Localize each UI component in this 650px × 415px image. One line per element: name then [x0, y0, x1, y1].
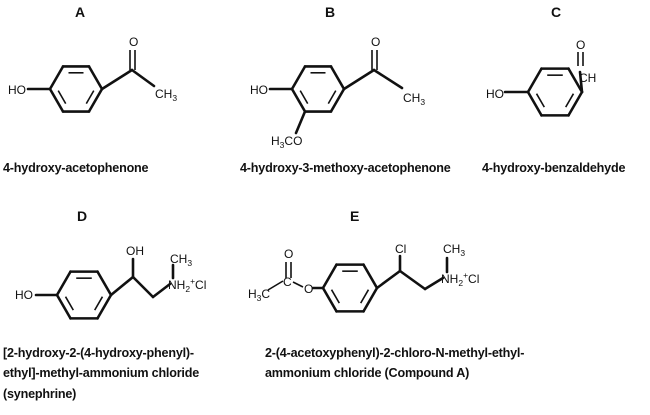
ring-bond [87, 65, 104, 91]
bond [131, 275, 155, 299]
atom-ch3: CH3 [443, 242, 465, 258]
ring-double-bond [57, 90, 67, 104]
bond [372, 68, 404, 90]
compound-name-e-line1: 2-(4-acetoxyphenyl)-2-chloro-N-methyl-et… [265, 346, 524, 360]
compound-label-c: C [551, 4, 561, 20]
atom-ch3: CH3 [155, 87, 177, 103]
ring-double-bond [93, 296, 104, 311]
ring-double-bond [64, 296, 75, 311]
ring-bond [329, 87, 346, 113]
compound-name-a: 4-hydroxy-acetophenone [3, 161, 149, 175]
bond [100, 68, 134, 91]
bond [398, 269, 427, 291]
atom-o: O [129, 35, 138, 49]
compound-e: E H3C C O O Cl CH3 NH2+Cl 2-(4-acetoxyph… [248, 208, 524, 380]
atom-oh: OH [126, 244, 144, 258]
ring-bond [321, 263, 338, 290]
ring-bond [290, 65, 307, 91]
ring-bond [290, 87, 307, 113]
compound-name-d-line3: (synephrine) [3, 387, 76, 401]
bond [423, 276, 445, 291]
bond [342, 68, 376, 91]
atom-c: C [283, 275, 292, 289]
bond [375, 269, 402, 290]
compound-label-a: A [75, 4, 85, 20]
ring-bond [567, 90, 584, 117]
compound-label-b: B [325, 4, 335, 20]
ring-double-bond [359, 289, 370, 304]
atom-o: O [576, 38, 585, 52]
ring-bond [87, 87, 104, 113]
bond [109, 275, 135, 297]
ring-bond [321, 286, 338, 313]
compound-label-d: D [77, 208, 87, 224]
ring-bond [526, 67, 543, 94]
atom-ho: HO [250, 83, 268, 97]
compound-name-d-line2: ethyl]-methyl-ammonium chloride [3, 366, 199, 380]
compound-c: C HO O CH 4-hydroxy-benzaldehyde [482, 4, 626, 175]
compound-name-e-line2: ammonium chloride (Compound A) [265, 366, 469, 380]
compound-name-c: 4-hydroxy-benzaldehyde [482, 161, 625, 175]
bond [292, 281, 304, 288]
atom-nh2-cl: NH2+Cl [441, 270, 479, 288]
atom-ho: HO [486, 87, 504, 101]
compound-b: B HO O CH3 H3CO 4-hydroxy-3-methoxy-acet… [240, 4, 451, 175]
atom-h3c: H3C [248, 287, 270, 303]
compound-name-b: 4-hydroxy-3-methoxy-acetophenone [240, 161, 451, 175]
ring-double-bond [327, 90, 337, 104]
bond [151, 282, 172, 299]
ring-double-bond [330, 289, 341, 304]
bond [294, 110, 307, 135]
compound-d: D HO OH CH3 NH2+Cl [2-hydroxy-2-(4-hydro… [3, 208, 206, 401]
ring-bond [567, 67, 584, 94]
atom-ho: HO [15, 288, 33, 302]
ring-bond [526, 90, 543, 117]
bond [130, 68, 156, 88]
ring-bond [362, 286, 379, 313]
bond [578, 70, 584, 94]
ring-bond [329, 65, 346, 91]
bonds [26, 50, 584, 320]
atom-ch: CH [579, 71, 596, 85]
atom-o-ester: O [304, 282, 313, 296]
compound-label-e: E [350, 208, 359, 224]
atom-cl: Cl [395, 242, 406, 256]
atom-o: O [371, 35, 380, 49]
ring-double-bond [85, 90, 95, 104]
ring-bond [48, 87, 65, 113]
ring-bond [55, 293, 72, 320]
atom-ch3: CH3 [170, 252, 192, 268]
ring-bond [96, 293, 113, 320]
atom-h3co: H3CO [271, 134, 302, 150]
compound-a: A HO O CH3 4-hydroxy-acetophenone [3, 4, 177, 175]
ring-double-bond [299, 90, 309, 104]
ring-bond [55, 270, 72, 297]
ring-bond [362, 263, 379, 290]
ring-double-bond [564, 93, 575, 108]
atom-ch3: CH3 [403, 91, 425, 107]
compound-name-d-line1: [2-hydroxy-2-(4-hydroxy-phenyl)- [3, 346, 194, 360]
atom-o-carbonyl: O [284, 247, 293, 261]
bond [267, 280, 284, 291]
atom-ho: HO [8, 83, 26, 97]
ring-bond [96, 270, 113, 297]
ring-double-bond [535, 93, 546, 108]
ring-bond [48, 65, 65, 91]
atom-nh2-cl: NH2+Cl [168, 276, 206, 294]
